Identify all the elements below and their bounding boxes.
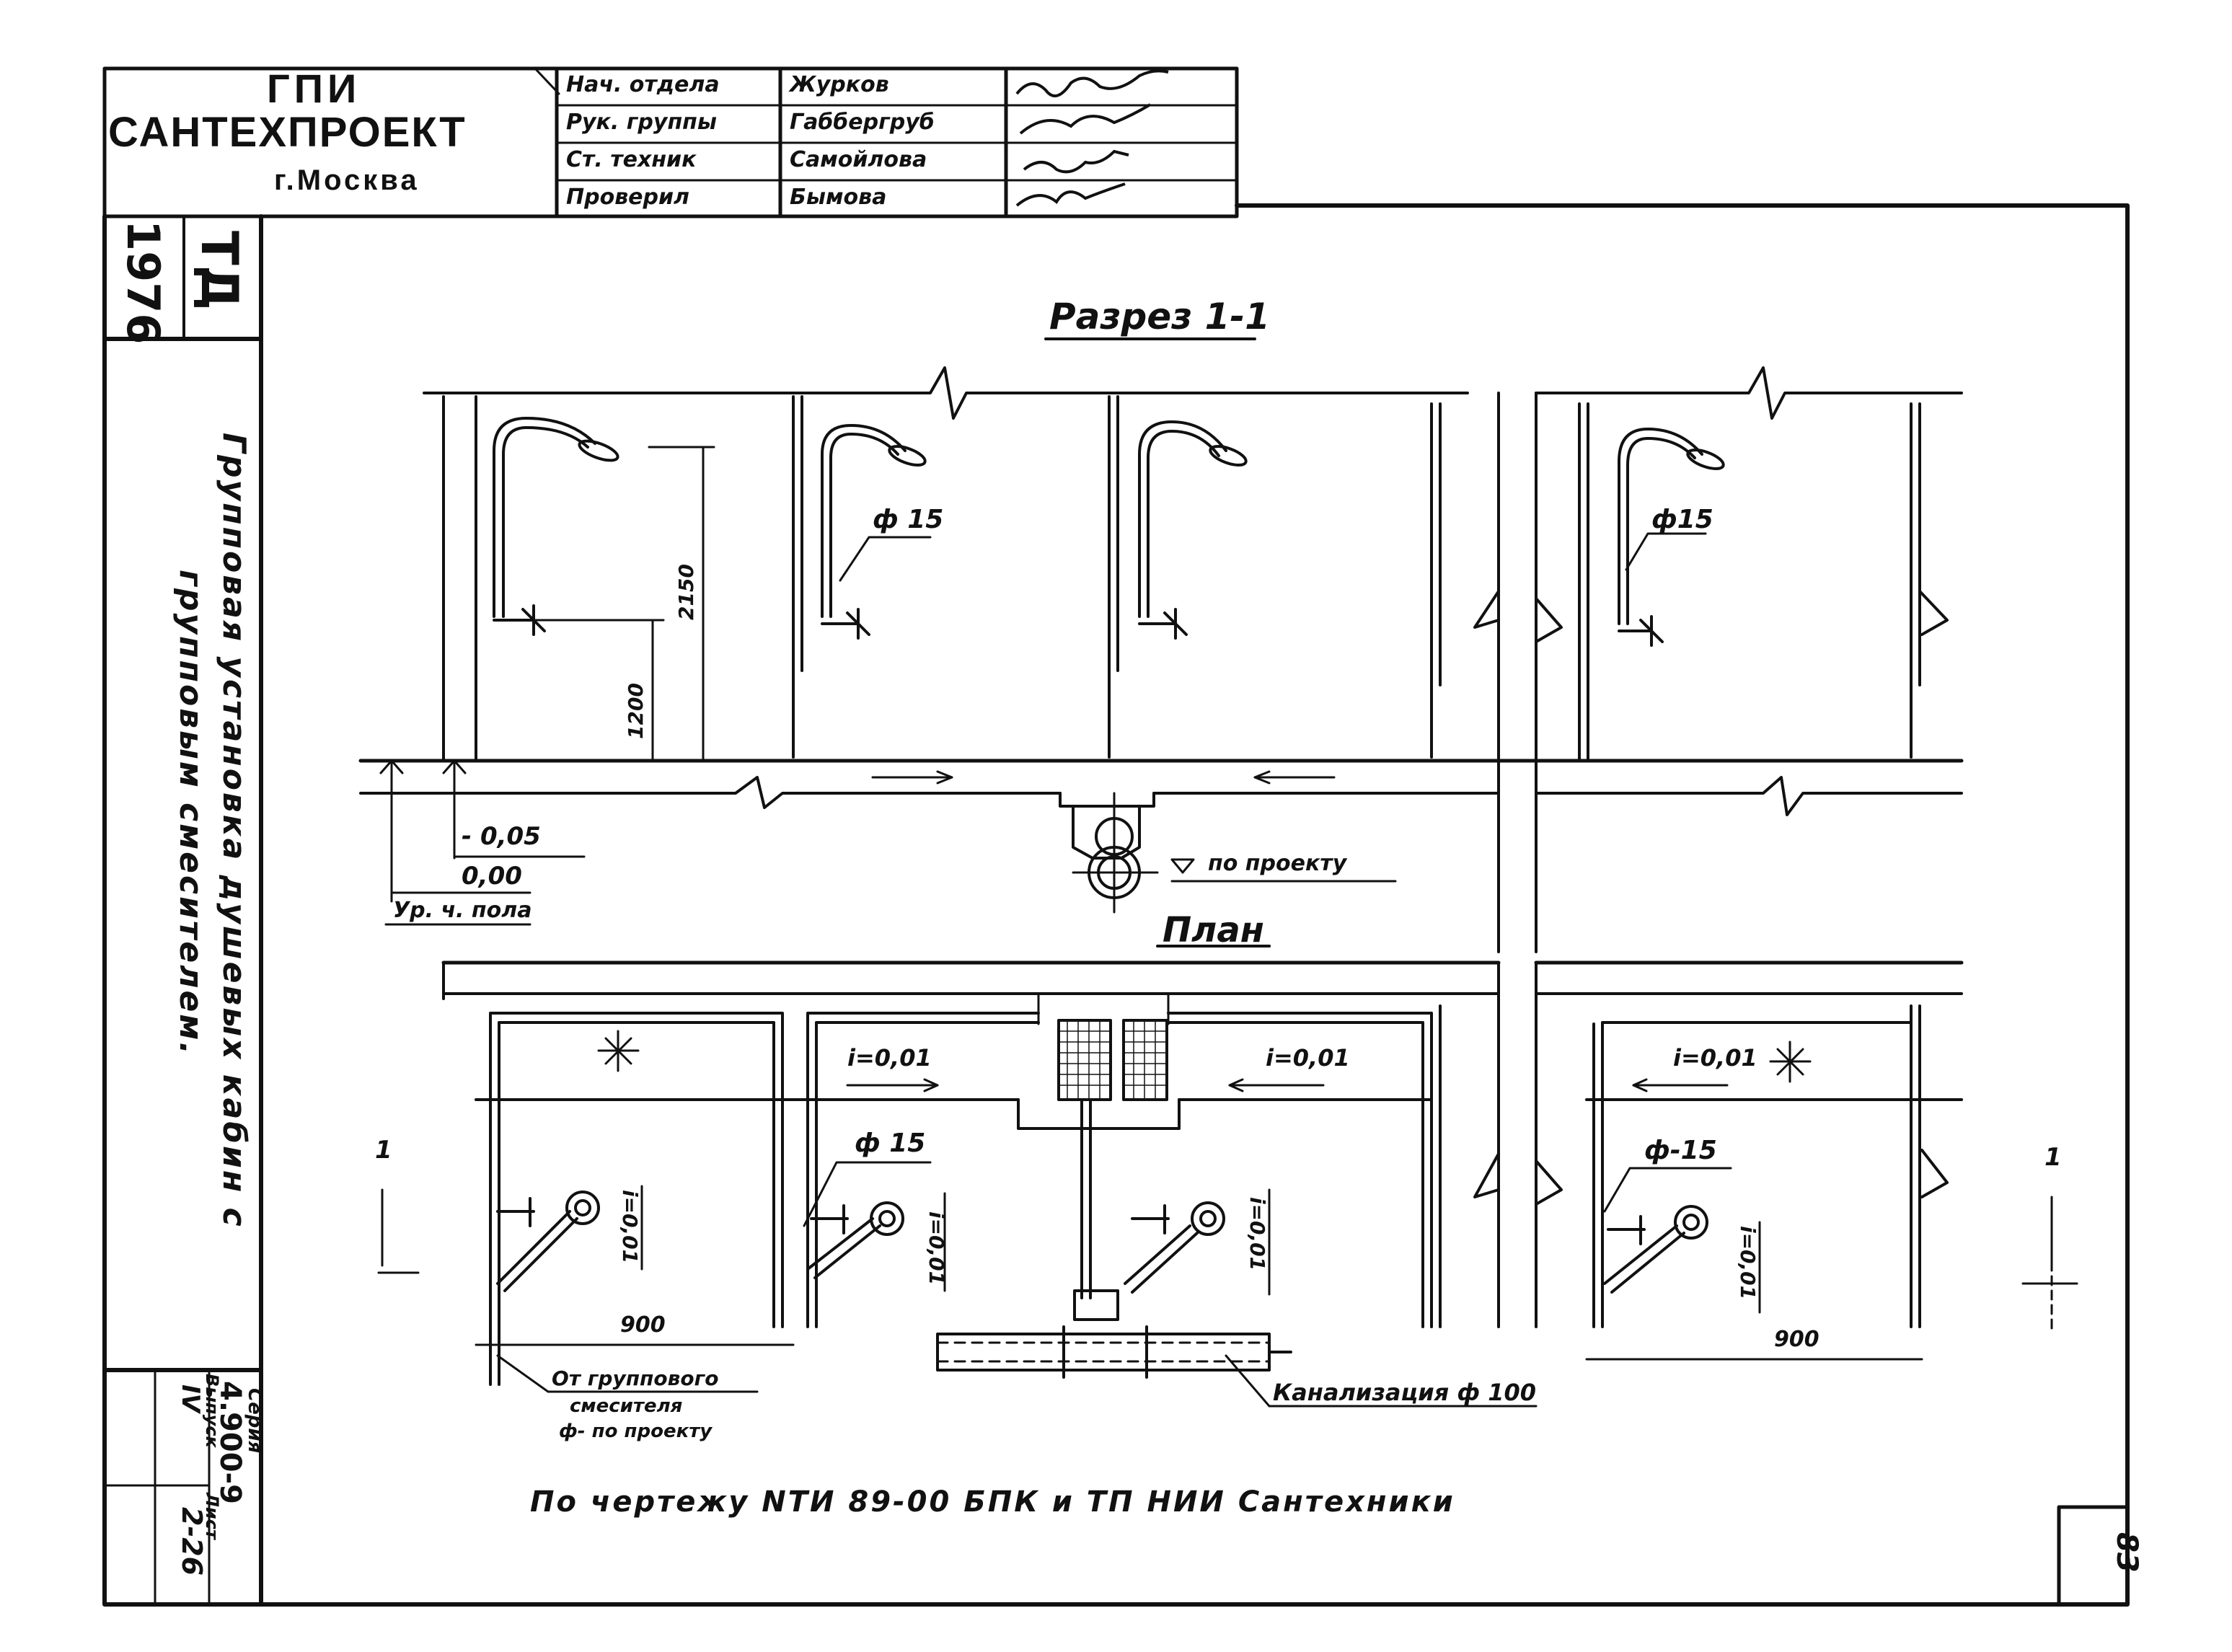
signatures [1015,69,1169,207]
plan-dim-right: 900 [1774,1327,1819,1352]
approval-name-1: Журков [790,72,889,97]
plan-slope-3: i=0,01 [1673,1044,1757,1072]
section-1-1-lines [358,337,1964,953]
plan-sewer-label: Канализация ф 100 [1273,1379,1537,1406]
plan-title: План [1163,910,1264,950]
plan-slope-1: i=0,01 [847,1044,932,1072]
org-city: г.Москва [274,164,420,196]
drain-grate-hatch [1059,1020,1166,1100]
series-label: Серия [244,1388,265,1454]
side-code: ТД [190,231,249,311]
drawing-frame [102,203,2130,1607]
floor-level-label: Ур. ч. пола [393,898,532,923]
side-year: 1976 [117,220,169,345]
approval-role-2: Рук. группы [566,110,718,135]
title-block [102,66,1239,218]
side-title-line2: групповым смесителем. [172,570,209,1057]
plan-note-line3: ф- по проекту [559,1421,713,1442]
project-level-mark: по проекту [1208,851,1347,876]
plan-note-line1: От группового [552,1366,719,1390]
plan-note-line2: смесителя [570,1395,683,1417]
approval-name-2: Габбергруб [790,110,935,135]
org-line2: САНТЕХПРОЕКТ [108,109,467,156]
plan-slope-v4: i=0,01 [1736,1226,1760,1300]
section-dia-1: ф 15 [873,505,944,534]
reference-note: По чертежу NТИ 89-00 БПК и ТП НИИ Сантех… [530,1485,1455,1519]
plan-dim-left: 900 [620,1312,666,1338]
section-title: Разрез 1-1 [1049,296,1270,337]
approval-name-3: Самойлова [790,147,927,172]
page-number: 83 [2110,1532,2143,1573]
plan-lines [377,945,2078,1408]
org-line1: ГПИ [267,66,361,111]
plan-slope-v2: i=0,01 [925,1211,948,1286]
approval-name-4: Бымова [790,185,887,210]
section-mark-left: 1 [375,1136,392,1165]
issue-label: Выпуск [202,1374,222,1448]
plan-dia-2: ф-15 [1644,1136,1717,1165]
sheet-value: 2-26 [176,1507,208,1576]
section-dia-2: ф15 [1651,505,1713,534]
dim-1200: 1200 [624,683,648,739]
level-minus-005: - 0,05 [462,822,541,851]
side-title-line1: Групповая установка душевых кабин с [216,433,252,1229]
plan-slope-v1: i=0,01 [618,1190,642,1264]
section-mark-right: 1 [2044,1143,2062,1172]
dim-2150: 2150 [674,564,698,620]
approval-role-4: Проверил [566,185,689,210]
plan-slope-v3: i=0,01 [1245,1197,1269,1271]
approval-role-1: Нач. отдела [566,72,720,97]
plan-slope-2: i=0,01 [1266,1044,1350,1072]
issue-value: IV [176,1384,205,1413]
approval-role-3: Ст. техник [566,147,697,172]
level-000: 0,00 [462,862,522,891]
plan-dia-1: ф 15 [855,1128,926,1158]
